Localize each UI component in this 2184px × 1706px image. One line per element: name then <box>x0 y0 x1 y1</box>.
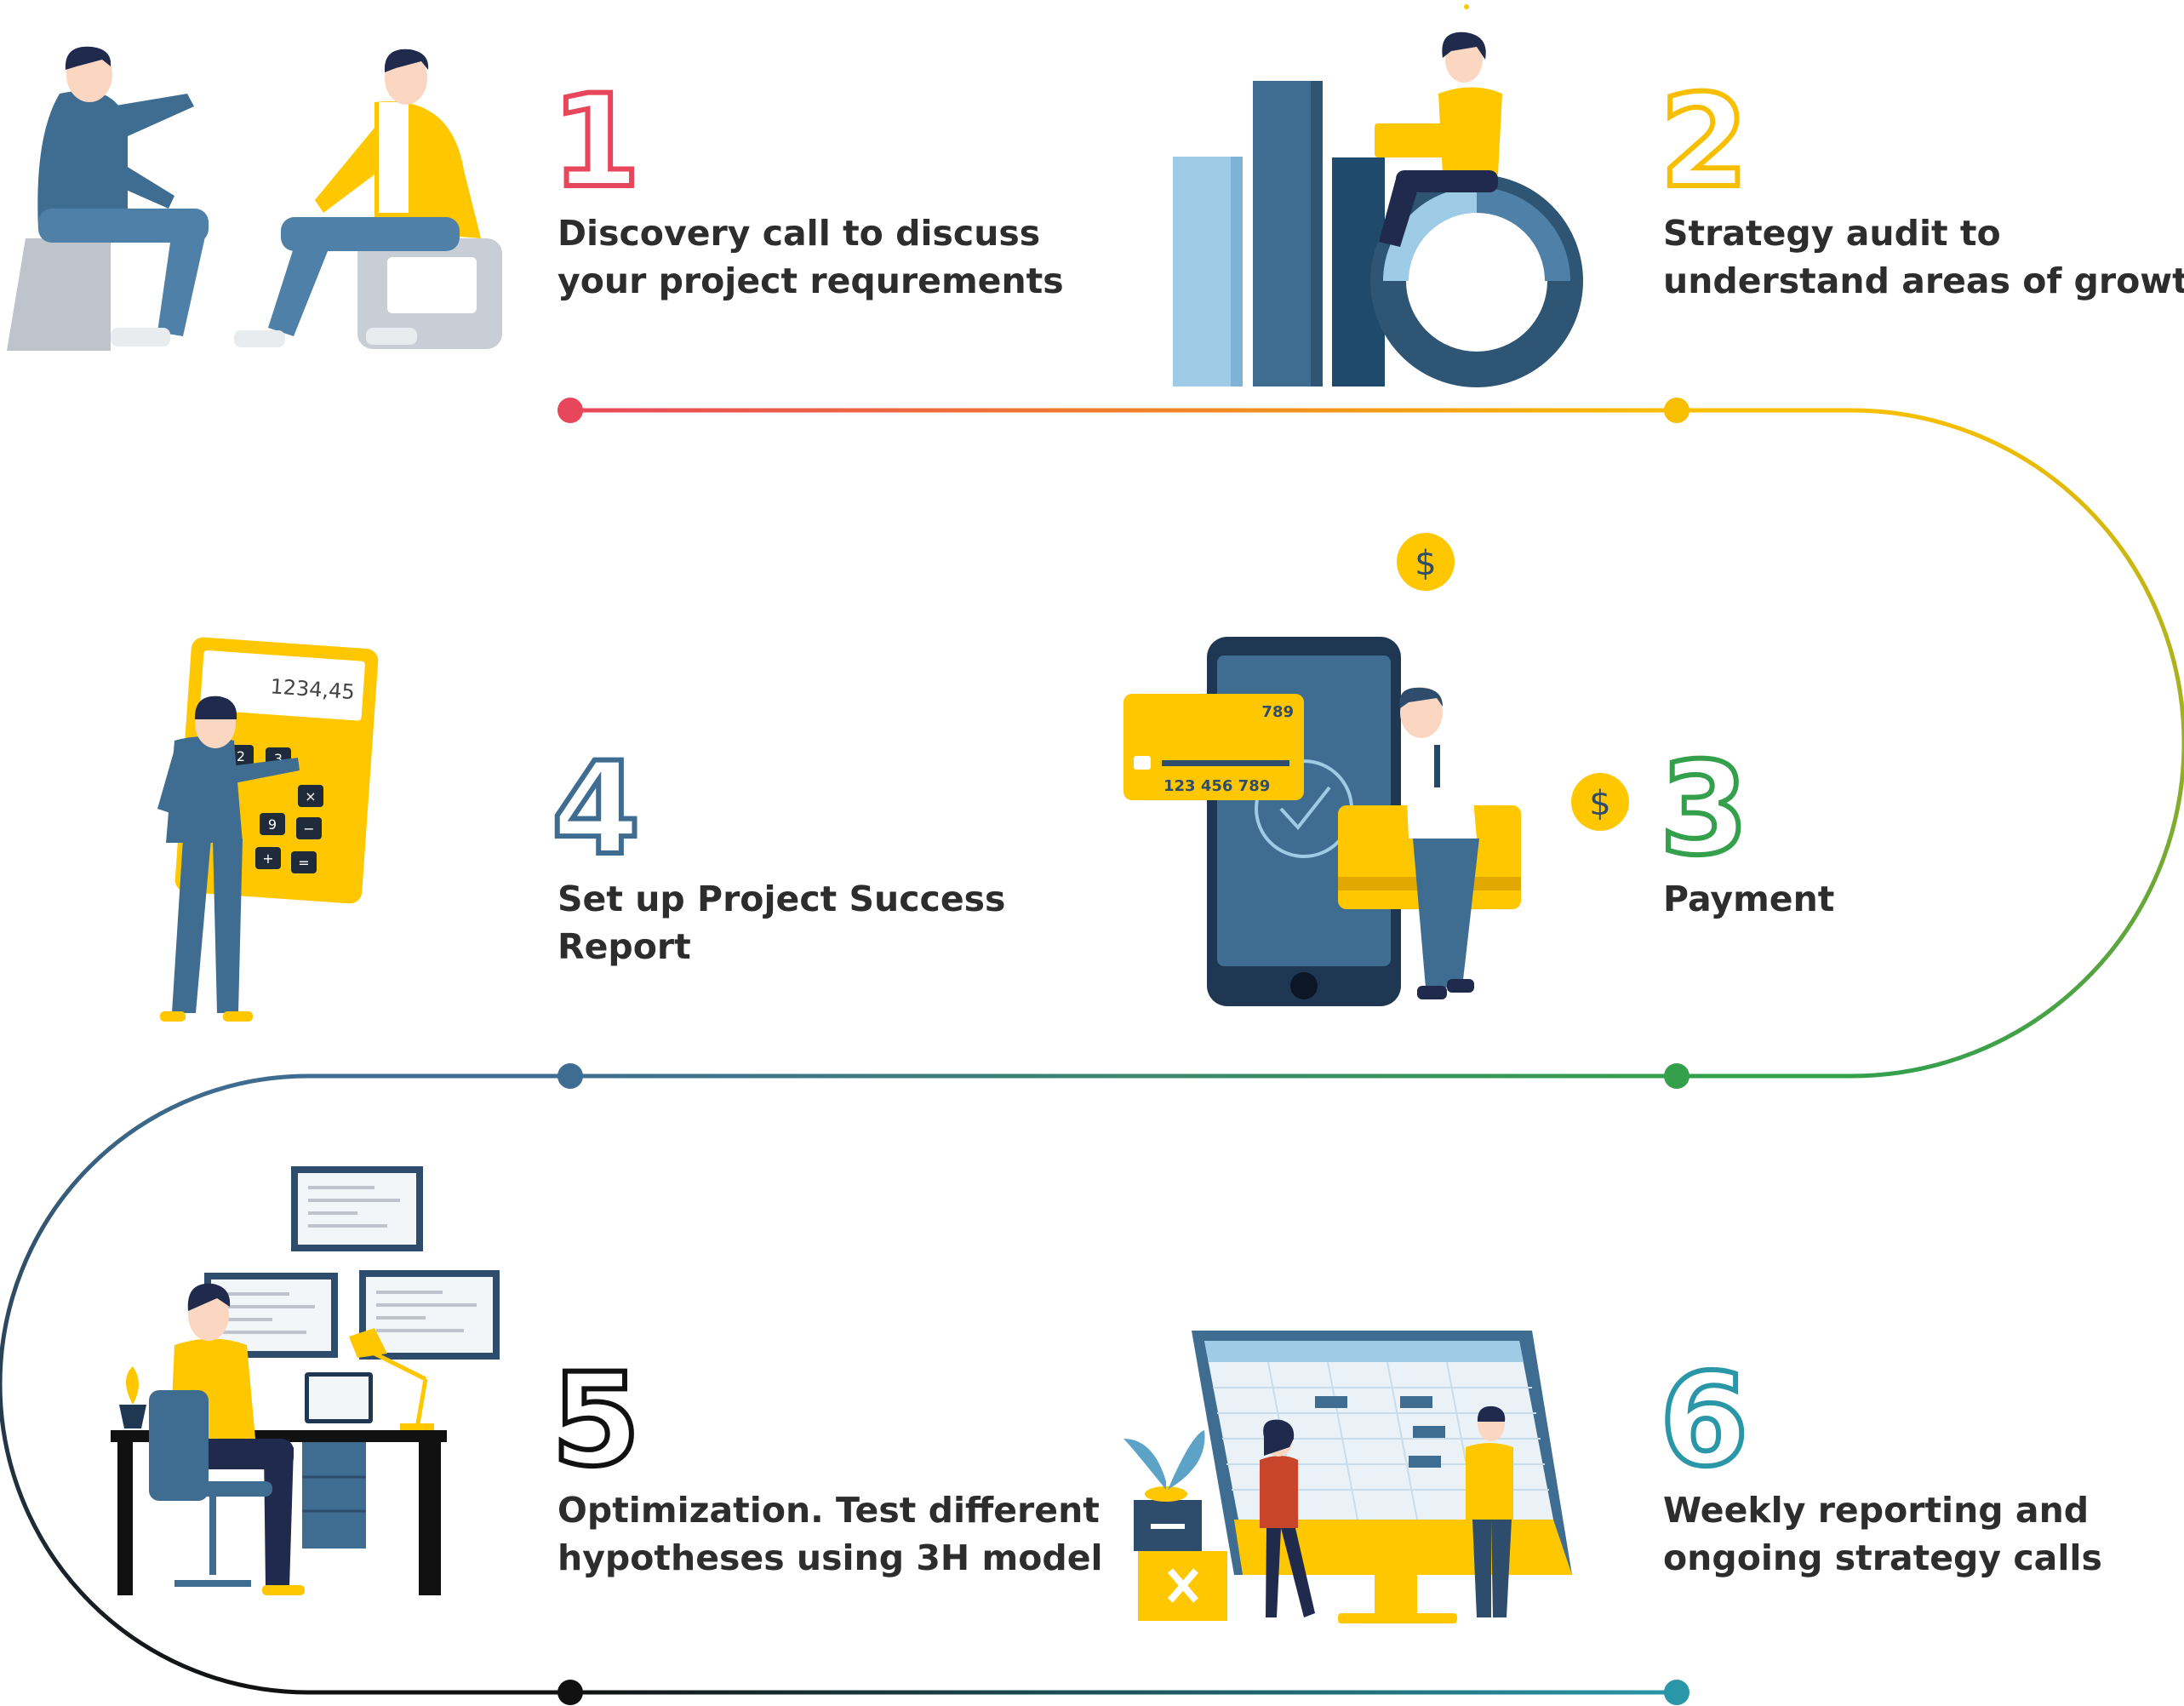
svg-text:789: 789 <box>1261 703 1294 721</box>
coin-icon <box>1397 533 1455 591</box>
step-number-6: 6 <box>1657 1347 1751 1495</box>
step-description-5: Optimization. Test different hypotheses … <box>557 1486 1103 1582</box>
step-number-3: 3 <box>1657 736 1751 884</box>
calculator-key <box>291 851 317 873</box>
svg-text:1234,45: 1234,45 <box>270 674 356 704</box>
step-number-5: 5 <box>549 1347 643 1495</box>
step-dots <box>557 398 1689 1705</box>
process-path <box>0 408 2184 1695</box>
step-number-2: 2 <box>1657 68 1751 216</box>
step-description-1: Discovery call to discuss your project r… <box>557 209 1064 305</box>
step-2-line-2: understand areas of growth <box>1663 260 2184 301</box>
calculator-key-label: 3 <box>274 751 283 767</box>
calculator-key-label: + <box>262 850 273 867</box>
step-5-line-2: hypotheses using 3H model <box>557 1537 1103 1578</box>
calculator-key <box>260 813 285 835</box>
calculator-key <box>296 817 322 839</box>
step-dot-4 <box>557 1063 583 1089</box>
workstation-illustration <box>111 1166 500 1595</box>
step-1-line-1: Discovery call to discuss <box>557 213 1041 254</box>
step-4-line-1: Set up Project Success <box>557 879 1006 919</box>
calculator-key <box>298 785 323 807</box>
svg-text:123 456 789: 123 456 789 <box>1163 777 1270 795</box>
step-6-line-1: Weekly reporting and <box>1663 1490 2090 1531</box>
dashboard-illustration <box>1123 1331 1572 1623</box>
meeting-illustration <box>7 46 502 351</box>
step-2-line-1: Strategy audit to <box>1663 213 2001 254</box>
step-number-1: 1 <box>549 68 643 216</box>
step-description-3: Payment <box>1663 875 1834 923</box>
step-dot-3 <box>1664 1063 1689 1089</box>
step-number-4: 4 <box>549 736 643 884</box>
payment-illustration: $ $ 789 123 456 789 <box>1123 533 1629 1006</box>
step-4-line-2: Report <box>557 926 691 967</box>
calculator-key-label: 2 <box>237 748 245 764</box>
path-curve-right <box>1677 408 2184 1079</box>
calculator-key-label: × <box>305 788 316 804</box>
step-description-2: Strategy audit to understand areas of gr… <box>1663 209 2184 305</box>
step-dot-6 <box>1664 1680 1689 1705</box>
calculator-key-label: = <box>298 855 309 871</box>
step-description-6: Weekly reporting and ongoing strategy ca… <box>1663 1486 2102 1582</box>
calculator-illustration: 1234,45 2 3 × 9 − + = <box>157 637 379 1022</box>
step-description-4: Set up Project Success Report <box>557 875 1005 970</box>
step-dot-2 <box>1664 398 1689 423</box>
calculator-key <box>255 847 281 869</box>
step-6-line-2: ongoing strategy calls <box>1663 1537 2102 1578</box>
calculator-key-label: 9 <box>268 816 277 833</box>
svg-text:$: $ <box>1589 784 1610 823</box>
step-dot-1 <box>557 398 583 423</box>
path-curve-left <box>0 1073 570 1695</box>
svg-text:$: $ <box>1415 544 1436 583</box>
step-5-line-1: Optimization. Test different <box>557 1490 1100 1531</box>
calculator-key-label: − <box>303 821 314 837</box>
step-1-line-2: your project requrements <box>557 260 1064 301</box>
step-dot-5 <box>557 1680 583 1705</box>
coin-icon <box>1571 773 1629 831</box>
step-3-line-1: Payment <box>1663 879 1835 919</box>
chart-illustration <box>1173 4 1583 387</box>
